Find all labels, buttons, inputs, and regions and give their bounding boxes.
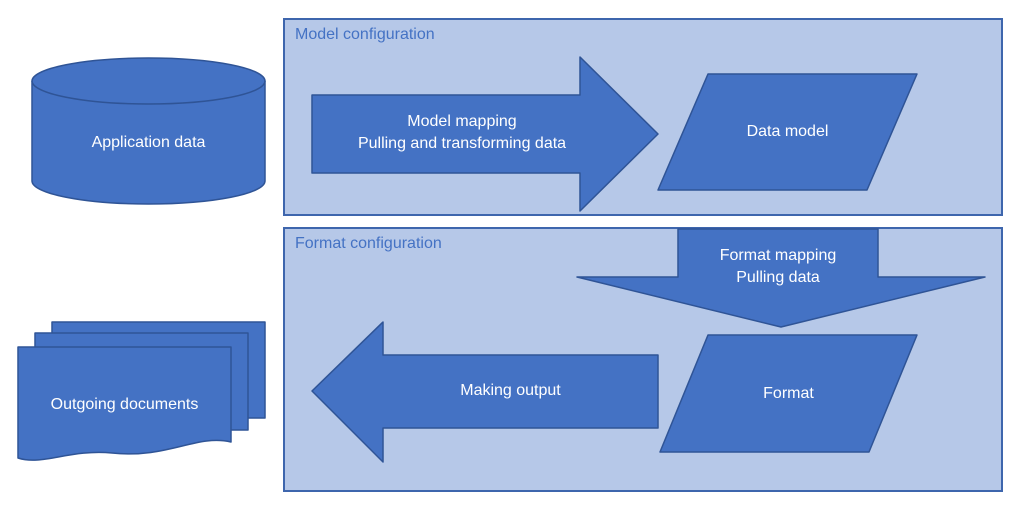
format-mapping-arrow-down (576, 228, 986, 328)
model-configuration-title: Model configuration (295, 26, 435, 43)
data-model-parallelogram (657, 73, 918, 191)
application-data-cylinder (31, 57, 266, 205)
outgoing-documents-stack (17, 321, 266, 461)
making-output-arrow-left (311, 321, 659, 463)
model-mapping-arrow-right (311, 56, 659, 212)
format-parallelogram (659, 334, 918, 453)
format-configuration-title: Format configuration (295, 235, 442, 252)
